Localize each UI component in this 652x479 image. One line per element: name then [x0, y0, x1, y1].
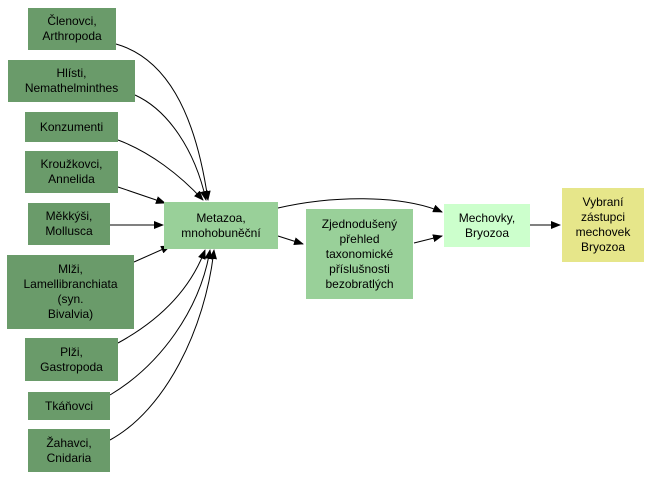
- arrow-zahavci-metazoa: [109, 249, 217, 441]
- node-hlisti: Hlísti, Nemathelminthes: [8, 60, 135, 102]
- arrow-prehled-mechovky: [413, 234, 443, 244]
- node-konzumenti: Konzumenti: [25, 112, 118, 142]
- node-plzi: Plži, Gastropoda: [25, 338, 118, 381]
- node-prehled: Zjednodušený přehled taxonomické přísluš…: [306, 209, 413, 299]
- arrow-metazoa-prehled: [277, 235, 304, 246]
- arrow-krouzkovci-metazoa: [117, 186, 166, 204]
- node-mlzi: Mlži, Lamellibranchiata (syn. Bivalvia): [7, 255, 134, 329]
- arrow-clenovci-metazoa: [115, 43, 211, 201]
- arrow-metazoa-mechovky: [277, 198, 443, 213]
- node-metazoa: Metazoa, mnohobuněční: [164, 202, 278, 249]
- arrow-konzumenti-metazoa: [117, 139, 204, 201]
- arrow-tkanovci-metazoa: [109, 249, 213, 396]
- node-tkanovci: Tkáňovci: [28, 392, 110, 420]
- arrow-plzi-metazoa: [117, 249, 206, 344]
- arrow-hlisti-metazoa: [134, 94, 208, 201]
- node-clenovci: Členovci, Arthropoda: [28, 8, 116, 50]
- node-mekkysi: Měkkýši, Mollusca: [28, 203, 110, 245]
- node-zahavci: Žahavci, Cnidaria: [28, 429, 110, 472]
- node-krouzkovci: Kroužkovci, Annelida: [25, 151, 118, 193]
- node-mechovky: Mechovky, Bryozoa: [444, 204, 530, 247]
- node-zastupci: Vybraní zástupci mechovek Bryozoa: [562, 188, 644, 262]
